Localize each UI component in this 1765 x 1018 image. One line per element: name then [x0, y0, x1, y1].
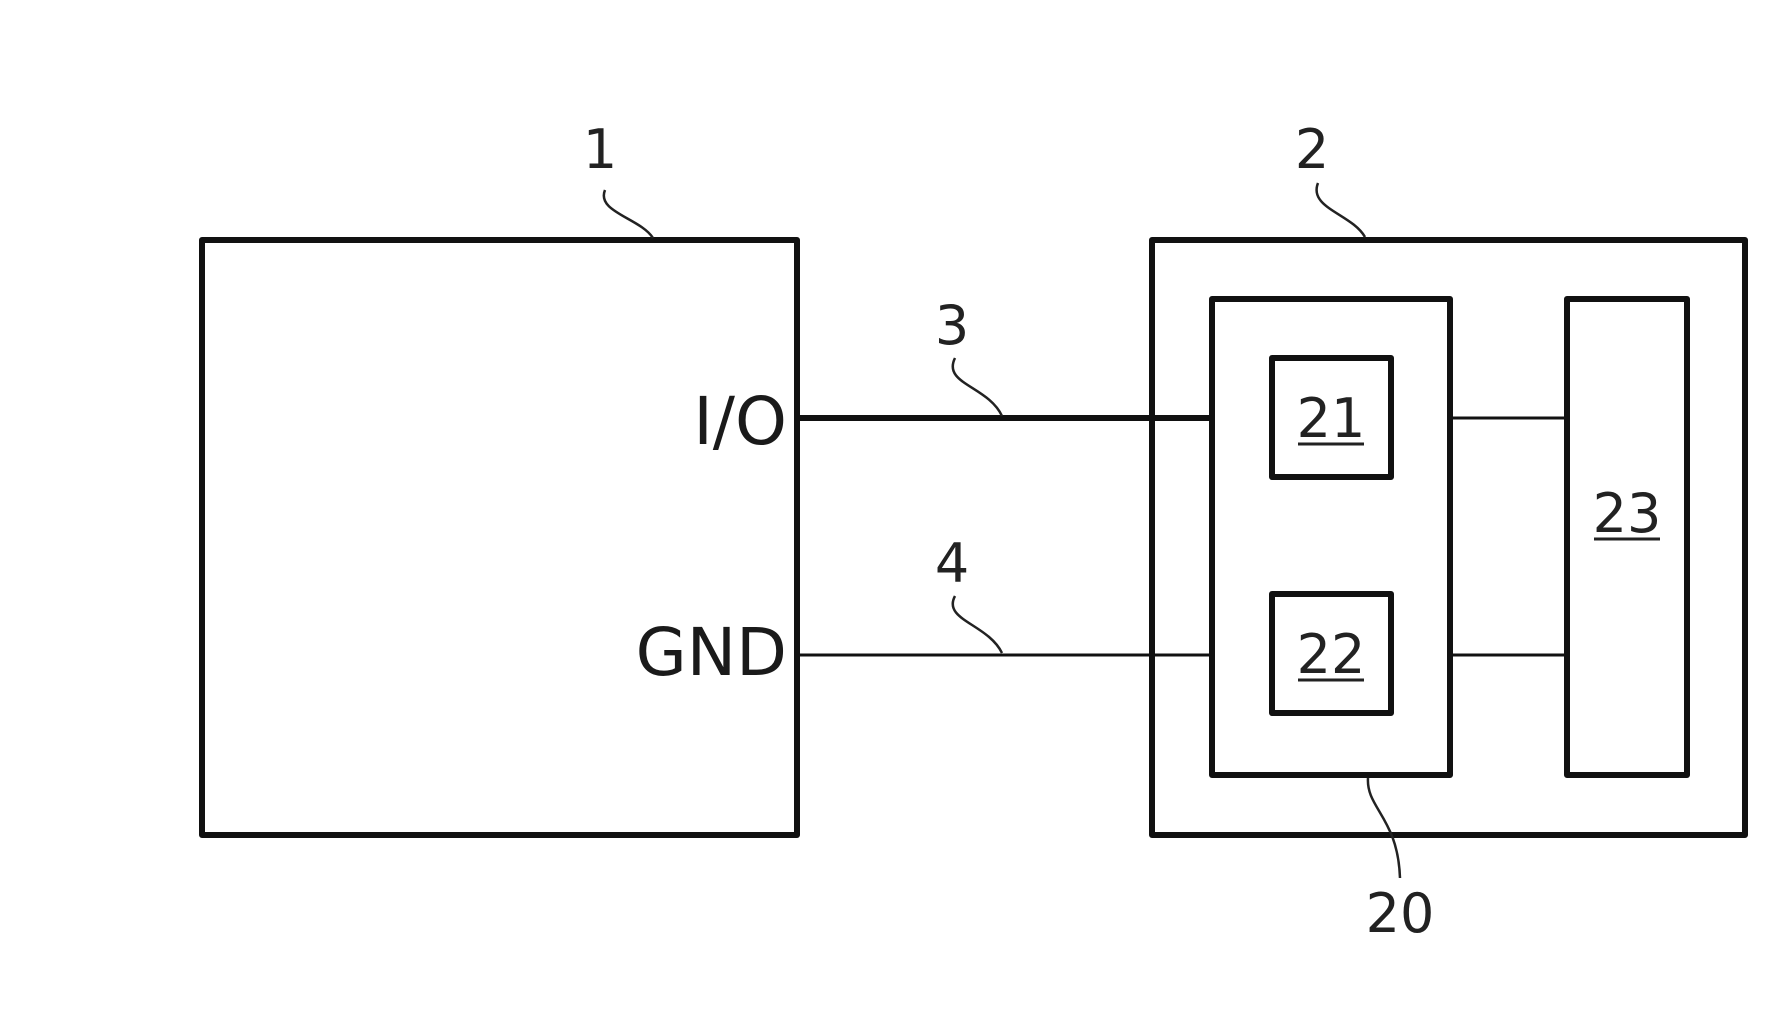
block-20-rect — [1212, 299, 1450, 775]
leader-1 — [604, 190, 653, 238]
leader-2 — [1317, 183, 1365, 237]
pin-gnd-label: GND — [636, 614, 787, 691]
label-block-23: 23 — [1593, 482, 1662, 545]
label-line-4: 4 — [935, 532, 969, 595]
pin-io-label: I/O — [693, 383, 787, 460]
label-block-2: 2 — [1295, 118, 1329, 181]
label-block-20: 20 — [1366, 882, 1435, 945]
label-block-21: 21 — [1297, 387, 1366, 450]
label-block-22: 22 — [1297, 623, 1366, 686]
leader-4 — [953, 596, 1002, 653]
block-1-rect — [202, 240, 797, 835]
leader-20 — [1368, 778, 1400, 878]
label-block-1: 1 — [583, 118, 617, 181]
label-line-3: 3 — [935, 294, 969, 357]
leader-3 — [953, 358, 1002, 416]
